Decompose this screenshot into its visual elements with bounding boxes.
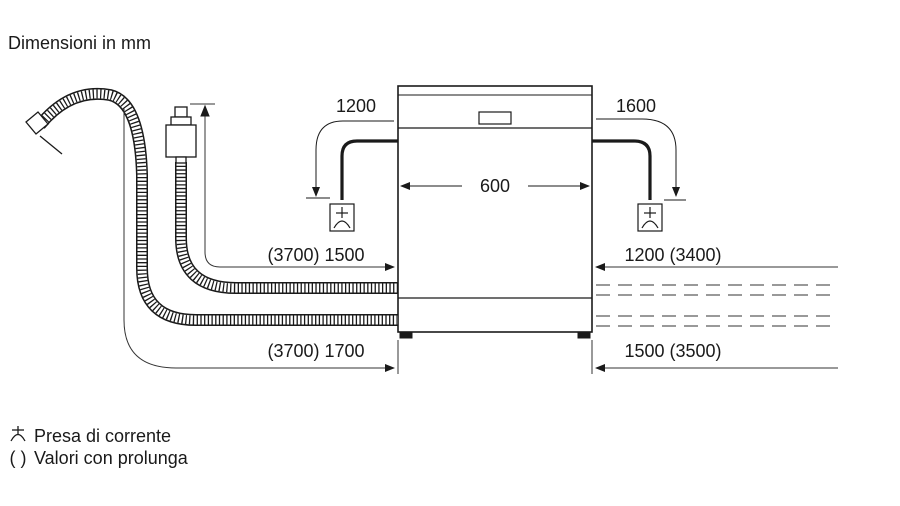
right-foot <box>577 331 591 339</box>
legend-socket-text: Presa di corrente <box>34 425 172 446</box>
socket-icon <box>637 203 663 232</box>
aquastop-valve <box>165 106 197 164</box>
right-hose-extensions <box>596 284 838 327</box>
legend-extension-text: Valori con prolunga <box>34 448 188 468</box>
cable-right-label: 1600 <box>616 96 656 116</box>
socket-icon <box>329 203 355 232</box>
drain-hose <box>35 87 398 326</box>
width-label: 600 <box>480 176 510 196</box>
drain-length-dimension <box>123 108 395 372</box>
reference-lines <box>397 340 593 374</box>
hose-top-left-label: (3700) 1500 <box>267 245 364 265</box>
legend: Presa di corrente ( ) Valori con prolung… <box>8 424 188 469</box>
left-foot <box>399 331 413 339</box>
left-power-cable <box>306 120 398 200</box>
control-panel-display <box>478 111 512 125</box>
dishwasher-outline <box>397 85 593 339</box>
parentheses-symbol: ( ) <box>9 448 27 468</box>
legend-extension: ( ) Valori con prolunga <box>8 447 188 469</box>
drain-hose-end <box>25 111 63 155</box>
cable-left-label: 1200 <box>336 96 376 116</box>
inlet-hose <box>175 162 398 294</box>
right-power-cable <box>592 118 686 201</box>
hose-bottom-right-label: 1500 (3500) <box>624 341 721 361</box>
right-hose-dimensions <box>595 263 838 372</box>
hose-top-right-label: 1200 (3400) <box>624 245 721 265</box>
inlet-length-dimension <box>190 103 395 271</box>
socket-icon <box>8 424 28 447</box>
hose-bottom-left-label: (3700) 1700 <box>267 341 364 361</box>
diagram-title: Dimensioni in mm <box>8 33 152 53</box>
legend-socket: Presa di corrente <box>8 424 188 447</box>
